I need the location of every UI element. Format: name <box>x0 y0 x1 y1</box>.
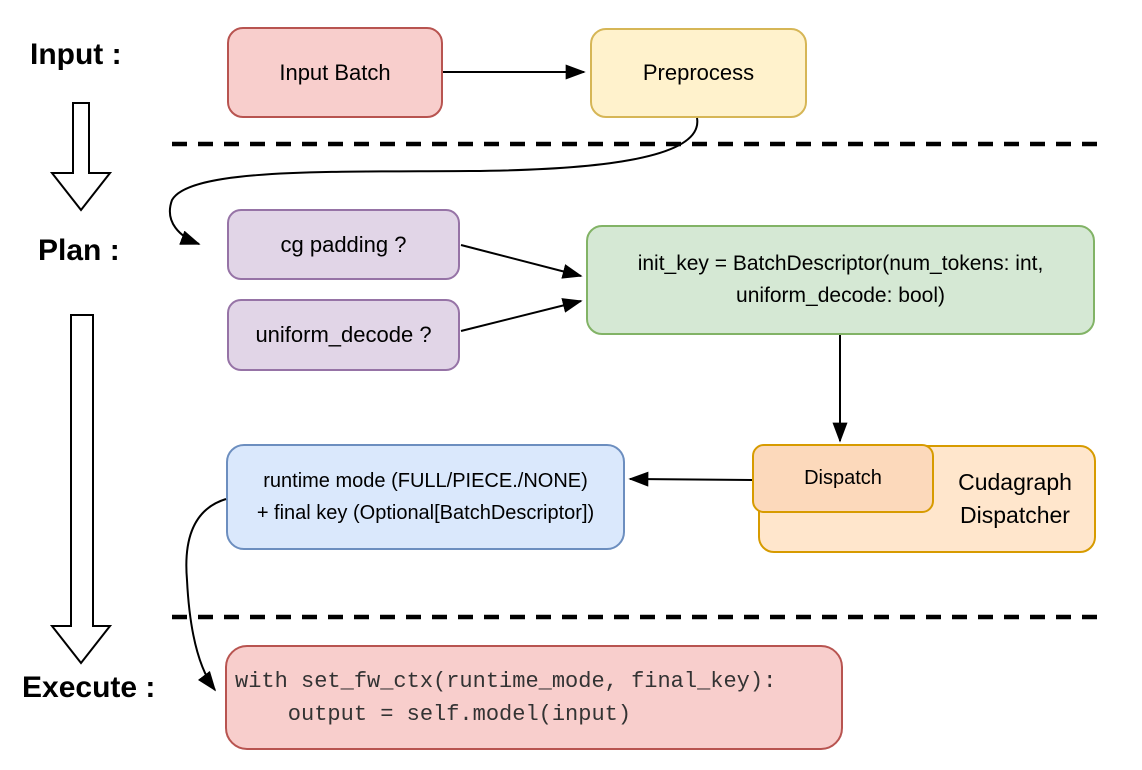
arrow-uniform-decode-to-init-key <box>460 298 583 332</box>
stage-label-execute: Execute : <box>22 671 156 704</box>
node-cudagraph-dispatcher-line1: Cudagraph <box>958 469 1072 495</box>
arrow-dispatch-to-runtime <box>628 471 753 487</box>
stage-label-plan: Plan : <box>38 234 120 267</box>
node-runtime-line1: runtime mode (FULL/PIECE./NONE) <box>263 470 588 492</box>
execute-code-line2: output = self.model(input) <box>235 701 632 727</box>
node-dispatch-label: Dispatch <box>804 467 882 489</box>
node-cg-padding: cg padding ? <box>227 209 460 280</box>
node-preprocess-label: Preprocess <box>642 60 755 86</box>
arrow-runtime-to-execute-code <box>185 498 227 692</box>
node-preprocess: Preprocess <box>590 28 807 118</box>
node-uniform-decode: uniform_decode ? <box>227 299 460 371</box>
node-init-key: init_key = BatchDescriptor(num_tokens: i… <box>586 225 1095 335</box>
execute-code-line1: with set_fw_ctx(runtime_mode, final_key)… <box>235 668 777 694</box>
node-init-key-line1: init_key = BatchDescriptor(num_tokens: i… <box>637 252 1044 275</box>
node-input-batch: Input Batch <box>227 27 443 118</box>
node-init-key-line2: uniform_decode: bool) <box>736 284 945 307</box>
node-cudagraph-dispatcher-line2: Dispatcher <box>960 502 1070 528</box>
node-runtime-mode-result: runtime mode (FULL/PIECE./NONE) + final … <box>226 444 625 550</box>
block-arrow-input-to-plan <box>49 102 113 212</box>
node-input-batch-label: Input Batch <box>279 59 391 85</box>
block-arrow-plan-to-execute <box>49 314 113 665</box>
stage-label-input: Input : <box>30 38 122 71</box>
node-runtime-line2: + final key (Optional[BatchDescriptor]) <box>256 502 595 524</box>
node-execute-code: with set_fw_ctx(runtime_mode, final_key)… <box>225 645 843 750</box>
arrow-cg-padding-to-init-key <box>460 244 583 279</box>
node-uniform-decode-label: uniform_decode ? <box>255 322 432 348</box>
node-cg-padding-label: cg padding ? <box>280 231 407 257</box>
node-dispatch: Dispatch <box>752 444 934 513</box>
